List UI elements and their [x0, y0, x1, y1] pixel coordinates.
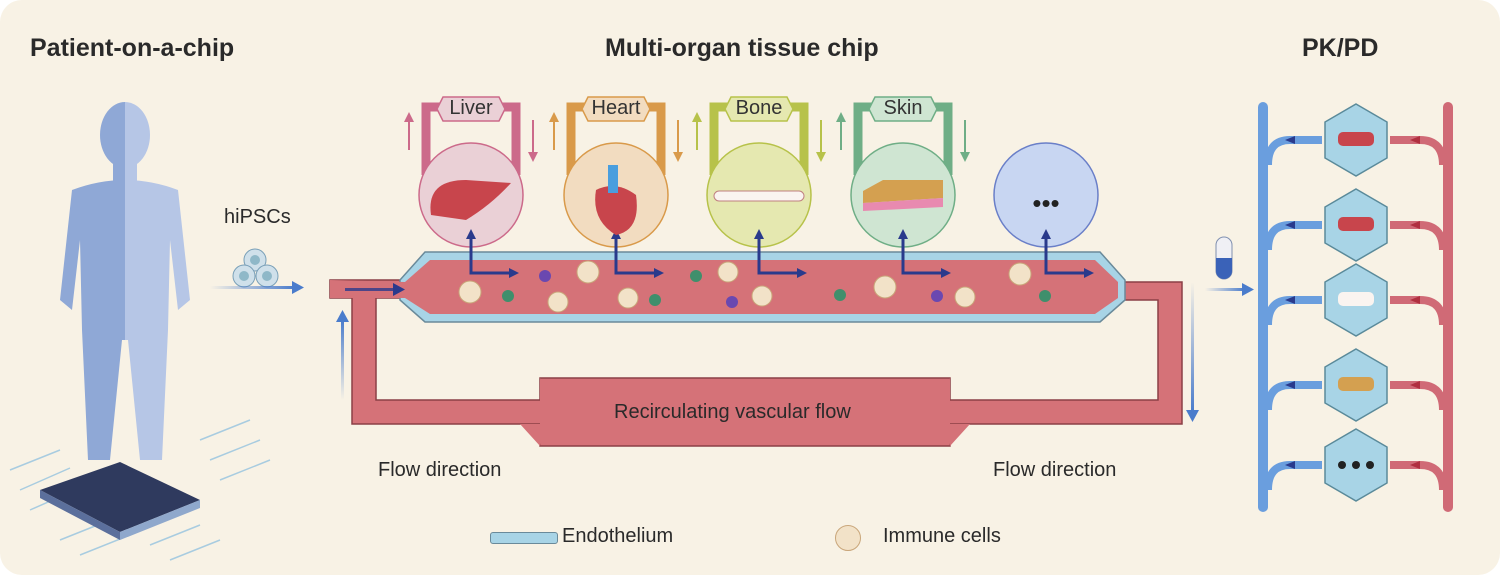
up-arrow-icon — [549, 112, 559, 150]
to-pkpd-arrow-icon — [1205, 283, 1254, 296]
exchange-arrow-icon — [466, 229, 519, 278]
pkpd-module-heart — [1264, 188, 1447, 262]
hipscs-cells-icon — [232, 248, 279, 288]
up-arrow-icon — [404, 112, 414, 150]
exchange-arrow-icon — [1041, 229, 1094, 278]
immune-cell-icon — [835, 525, 861, 551]
green-particles — [502, 270, 1051, 306]
organ-tag-liver: Liver — [449, 97, 493, 119]
pkpd-circuit — [1258, 102, 1453, 512]
up-arrow-icon — [836, 112, 846, 150]
bone-icon — [713, 190, 805, 202]
more-organs-symbol: ••• — [1032, 188, 1060, 218]
immune-cells — [458, 260, 1032, 313]
patient-on-a-chip-title: Patient-on-a-chip — [30, 34, 235, 62]
recirculating-flow-label: Recirculating vascular flow — [614, 401, 851, 423]
pkpd-module-more — [1264, 428, 1447, 502]
pkpd-module-liver — [1264, 103, 1447, 177]
organ-tag-bone: Bone — [735, 97, 783, 119]
exchange-arrow-icon — [754, 229, 807, 278]
purple-particles — [539, 270, 943, 308]
outlet-down-arrow-icon — [1186, 282, 1199, 422]
legend-endothelium-label: Endothelium — [562, 525, 674, 547]
up-arrow-icon — [692, 112, 702, 150]
drug-capsule-icon — [1215, 236, 1233, 280]
inlet-arrow-icon — [345, 283, 405, 296]
liver-icon — [430, 180, 511, 220]
pkpd-module-bone — [1264, 263, 1447, 337]
organ-chamber-bone — [692, 96, 826, 278]
chip-base-icon — [9, 419, 271, 561]
organ-chamber-more — [993, 142, 1099, 278]
hipscs-arrow-icon — [210, 281, 304, 294]
down-arrow-icon — [816, 120, 826, 162]
return-up-arrow-icon — [336, 310, 349, 400]
exchange-arrow-icon — [898, 229, 951, 278]
pkpd-title: PK/PD — [1302, 34, 1379, 62]
hipscs-label: hiPSCs — [224, 206, 291, 228]
multi-organ-chip-title: Multi-organ tissue chip — [605, 34, 879, 62]
organ-tag-heart: Heart — [591, 97, 641, 119]
organ-chambers — [404, 96, 1099, 278]
heart-icon — [595, 165, 637, 235]
down-arrow-icon — [673, 120, 683, 162]
legend-immune-label: Immune cells — [883, 525, 1001, 547]
endothelium-icon — [490, 532, 558, 544]
down-arrow-icon — [528, 120, 538, 162]
organ-tag-skin: Skin — [883, 97, 923, 119]
down-arrow-icon — [960, 120, 970, 162]
skin-icon — [863, 180, 943, 211]
flow-direction-right-label: Flow direction — [993, 459, 1117, 481]
pkpd-module-skin — [1264, 348, 1447, 422]
human-figure-icon — [60, 102, 190, 460]
flow-direction-left-label: Flow direction — [378, 459, 502, 481]
